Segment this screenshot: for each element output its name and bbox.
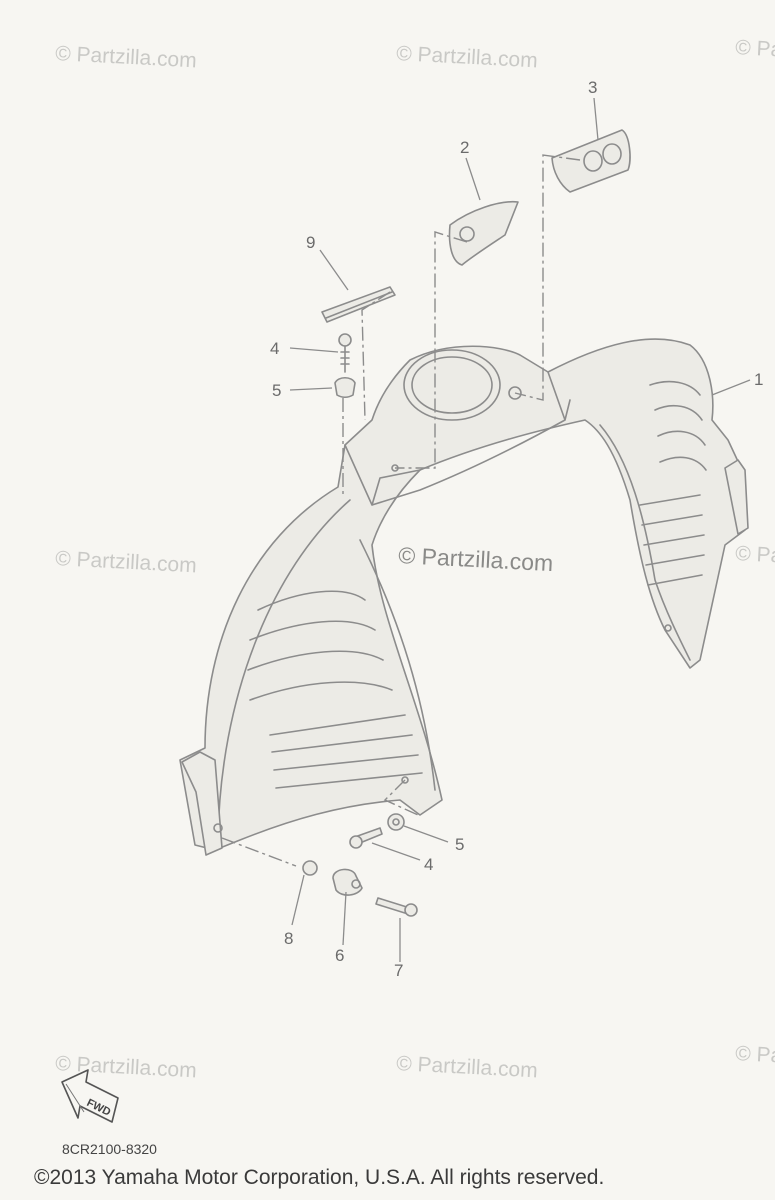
panel-body <box>179 338 746 851</box>
part-5-nut-lower <box>387 813 405 831</box>
callout-8: 8 <box>284 929 293 948</box>
watermark-bottom-right: © Partzilla.com <box>735 1042 775 1072</box>
watermark-top-center: © Partzilla.com <box>396 42 539 72</box>
callout-7: 7 <box>394 961 403 980</box>
callout-6: 6 <box>335 946 344 965</box>
callout-3: 3 <box>588 78 597 97</box>
left-side-tab <box>181 751 223 856</box>
instrument-opening-inner <box>411 356 493 414</box>
part-6-grommet <box>332 868 363 896</box>
part-5-nut-upper <box>334 376 356 399</box>
part-2-bracket <box>448 200 519 266</box>
mount-hole-lower-left <box>213 823 223 833</box>
leader-lines <box>289 97 751 962</box>
watermark-bottom-center: © Partzilla.com <box>396 1052 539 1082</box>
callout-4-lower: 4 <box>424 855 433 874</box>
mount-hole-lower-center <box>401 776 409 784</box>
watermark-mid-right: © Partzilla.com <box>735 542 775 572</box>
callout-5-upper: 5 <box>272 381 281 400</box>
watermark-top-left: © Partzilla.com <box>55 42 198 72</box>
mount-hole-lower-right <box>664 624 672 632</box>
callout-5-lower: 5 <box>455 835 464 854</box>
instrument-opening <box>403 349 501 421</box>
mount-hole-upper-right <box>508 386 522 400</box>
part-3-plate <box>551 129 631 193</box>
watermark-mid-left: © Partzilla.com <box>55 547 198 577</box>
diagram-code: 8CR2100-8320 <box>62 1141 157 1157</box>
copyright-notice: ©2013 Yamaha Motor Corporation, U.S.A. A… <box>34 1166 605 1189</box>
callout-9: 9 <box>306 233 315 252</box>
callout-group: 1 2 3 4 5 9 5 4 8 6 7 <box>270 78 763 980</box>
callout-1: 1 <box>754 370 763 389</box>
part-9-strip <box>321 286 396 323</box>
right-louvers <box>639 380 707 586</box>
center-housing <box>344 371 571 506</box>
right-side-tab <box>724 459 749 535</box>
callout-2: 2 <box>460 138 469 157</box>
watermark-center: © Partzilla.com <box>398 542 554 576</box>
part-4-screw-lower <box>349 827 383 849</box>
part-7-bolt <box>375 897 418 917</box>
part-8-washer <box>302 860 318 876</box>
part-4-screw-upper <box>338 333 352 373</box>
panel-rim-line <box>217 424 691 841</box>
watermark-top-right: © Partzilla.com <box>735 36 775 66</box>
alignment-lines <box>221 154 581 867</box>
part-1-inner-panel <box>179 338 749 856</box>
left-louvers <box>247 590 423 789</box>
callout-4-upper: 4 <box>270 339 279 358</box>
